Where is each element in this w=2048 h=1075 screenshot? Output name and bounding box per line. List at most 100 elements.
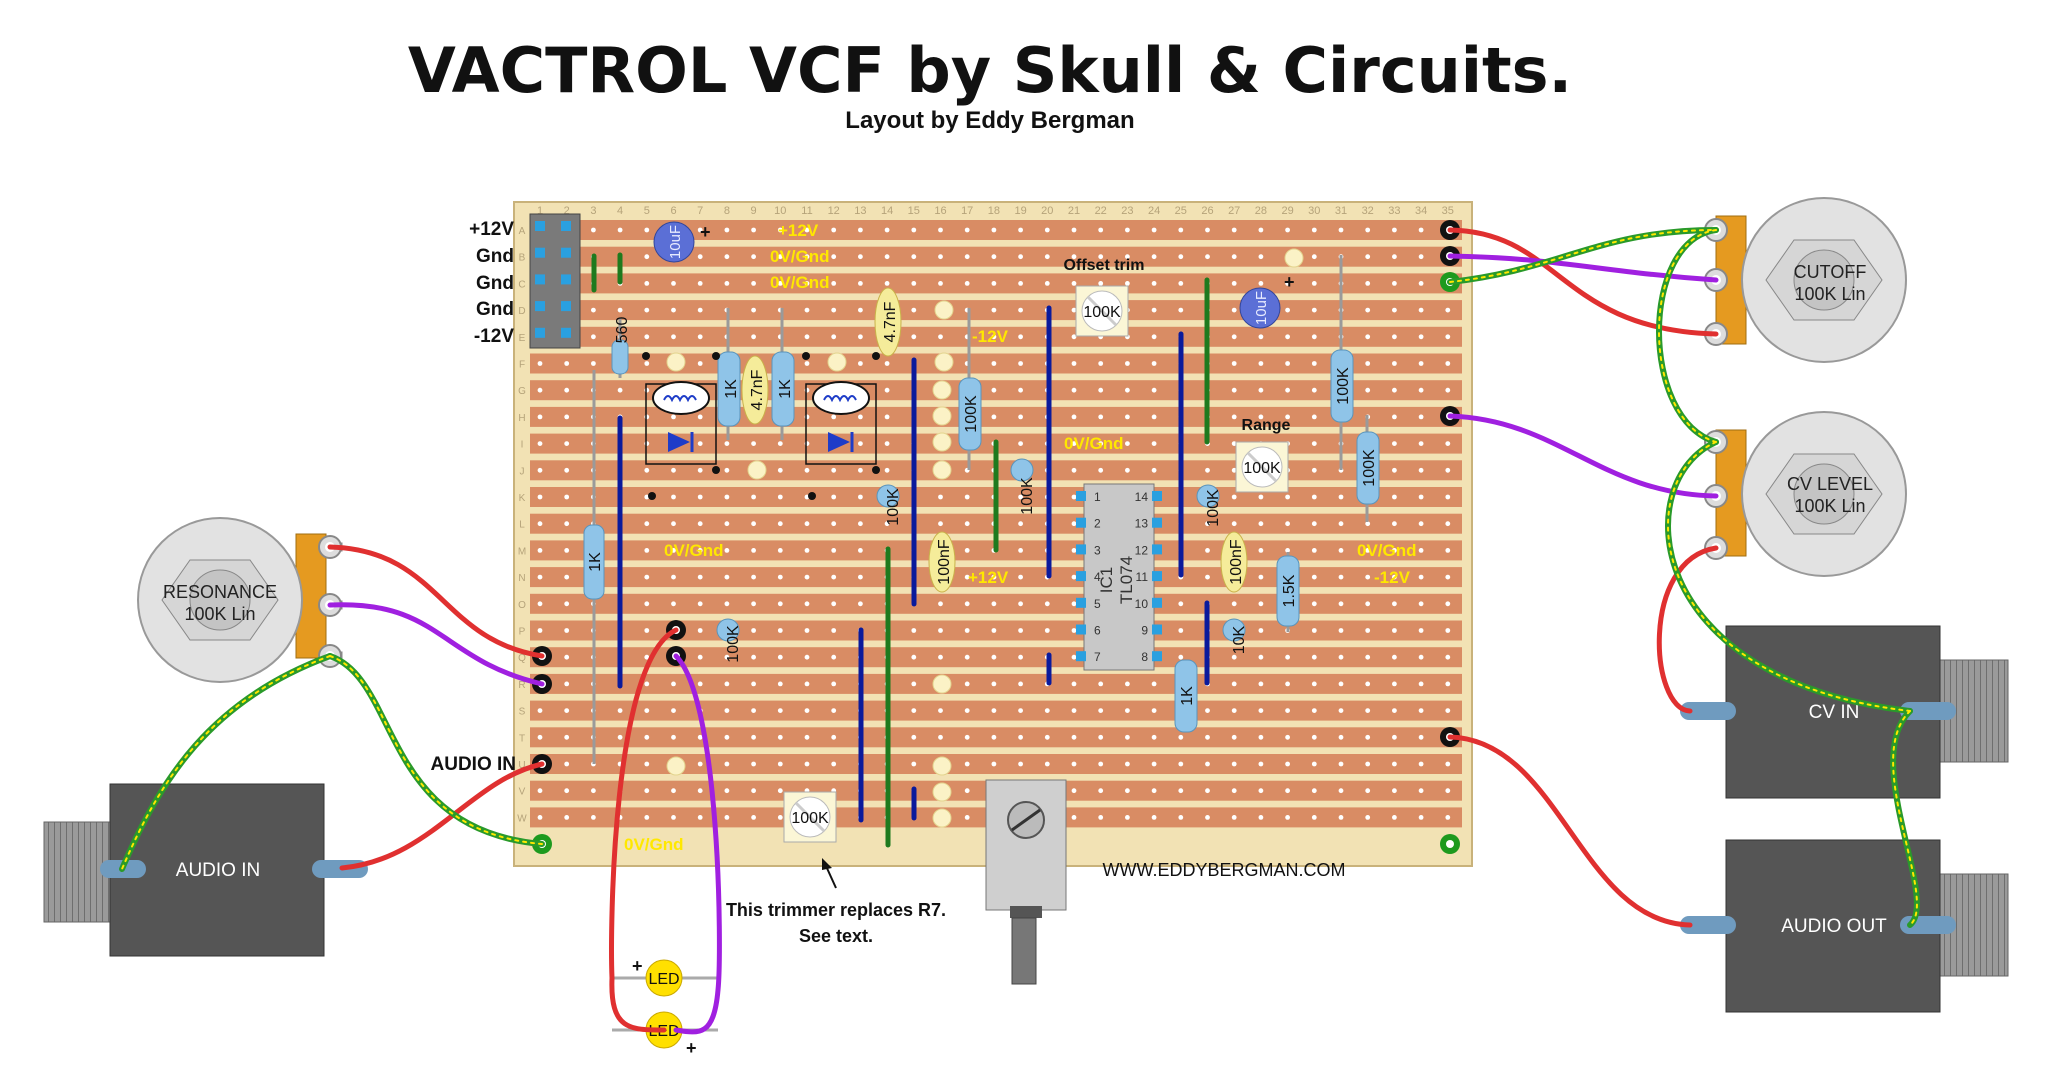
strip-hole: [1365, 761, 1371, 767]
strip-hole: [1178, 761, 1184, 767]
jack-audio-in[interactable]: AUDIO IN: [43, 783, 368, 957]
resistor-1k5: 1.5K: [1276, 552, 1300, 632]
strip-hole: [724, 467, 730, 473]
strip-hole: [1285, 654, 1290, 660]
strip-hole: [1285, 708, 1290, 713]
strip-hole: [1044, 734, 1050, 740]
strip-hole: [1231, 467, 1237, 473]
strip-hole: [1392, 334, 1397, 340]
strip-hole: [1071, 548, 1077, 553]
jack-cv-in[interactable]: CV IN: [1680, 625, 2009, 799]
strip-hole: [671, 734, 676, 740]
strip-hole: [1178, 628, 1184, 633]
film-cap-4n7-b: 4.7nF: [874, 287, 902, 357]
strip-hole: [1285, 521, 1290, 527]
strip-hole: [831, 708, 837, 713]
strip-hole: [751, 254, 756, 260]
strip-hole: [1231, 734, 1237, 740]
audio-in-board-label: AUDIO IN: [431, 754, 517, 775]
strip-hole: [1178, 601, 1184, 607]
strip-hole: [777, 734, 783, 740]
strip-hole: [1231, 708, 1237, 713]
strip-hole: [1311, 254, 1317, 260]
strip-hole: [1418, 681, 1424, 687]
strip-hole: [1445, 387, 1451, 393]
header-pin: [535, 274, 545, 285]
vactrol-a: [642, 352, 720, 500]
row-letter: V: [519, 787, 526, 798]
pot-resonance[interactable]: RESONANCE 100K Lin: [137, 517, 343, 683]
trimmer-r7[interactable]: 100K: [783, 791, 837, 843]
strip-hole: [1311, 281, 1317, 286]
strip-hole: [804, 708, 810, 713]
column-number: 2: [564, 205, 570, 217]
strip-hole: [964, 628, 970, 633]
film-cap-100nf-a: 100nF: [928, 531, 956, 593]
strip-hole: [1071, 521, 1077, 527]
strip-hole: [1365, 708, 1371, 713]
strip-hole: [991, 734, 997, 740]
strip-hole: [831, 227, 837, 233]
strip-hole: [644, 281, 650, 286]
strip-hole: [1044, 628, 1050, 633]
strip-hole: [591, 788, 596, 794]
strip-hole: [831, 654, 837, 660]
trimmer-range[interactable]: 100K: [1235, 441, 1289, 493]
row-letter: A: [519, 226, 526, 237]
strip-hole: [1071, 815, 1077, 820]
ic-pin: [1076, 517, 1086, 528]
strip-hole: [1018, 654, 1023, 660]
strip-hole: [1258, 254, 1264, 260]
strip-hole: [1338, 601, 1344, 607]
svg-text:100K Lin: 100K Lin: [184, 604, 255, 624]
strip-hole: [671, 601, 676, 607]
strip-hole: [1178, 254, 1184, 260]
pot-cv-level[interactable]: CV LEVEL 100K Lin: [1704, 411, 1907, 577]
strip-hole: [1285, 361, 1290, 366]
strip-hole: [1151, 387, 1157, 393]
strip-hole: [1018, 227, 1023, 233]
row-letter: K: [519, 493, 526, 504]
trimmer-offset[interactable]: 100K: [1075, 285, 1129, 337]
strip-hole: [1445, 601, 1451, 607]
resistor-10k: 10K: [1222, 618, 1248, 654]
strip-hole: [884, 227, 890, 233]
strip-hole: [858, 467, 863, 473]
strip-hole: [1018, 548, 1023, 553]
strip-hole: [858, 548, 863, 553]
svg-text:10uF: 10uF: [667, 225, 684, 259]
diagram-title: VACTROL VCF by Skull & Circuits.: [408, 34, 1572, 107]
strip-hole: [1418, 601, 1424, 607]
strip-hole: [1231, 815, 1237, 820]
row-letter: L: [519, 520, 525, 531]
strip-hole: [564, 601, 570, 607]
strip-hole: [1445, 761, 1451, 767]
strip-hole: [1151, 815, 1157, 820]
column-number: 32: [1362, 205, 1374, 217]
strip-hole: [564, 574, 570, 580]
strip-hole: [1365, 334, 1371, 340]
ic-pin: [1152, 597, 1162, 608]
jack-audio-out[interactable]: AUDIO OUT: [1680, 839, 2009, 1013]
strip-hole: [1392, 734, 1397, 740]
strip-hole: [564, 734, 570, 740]
pot-cutoff[interactable]: CUTOFF 100K Lin: [1704, 197, 1907, 363]
strip-hole: [537, 628, 543, 633]
strip-hole: [1445, 574, 1451, 580]
strip-hole: [1311, 654, 1317, 660]
strip-hole: [1125, 414, 1130, 420]
strip-hole: [1311, 387, 1317, 393]
strip-hole: [938, 654, 943, 660]
strip-hole: [964, 521, 970, 527]
strip-hole: [1365, 628, 1371, 633]
strip-hole: [1205, 467, 1210, 473]
strip-hole: [617, 387, 623, 393]
strip-hole: [1098, 254, 1104, 260]
strip-hole: [697, 521, 703, 527]
svg-text:AUDIO IN: AUDIO IN: [176, 860, 260, 881]
strip-hole: [938, 254, 943, 260]
strip-hole: [644, 574, 650, 580]
row-letter: W: [517, 813, 527, 824]
column-number: 11: [801, 205, 812, 217]
